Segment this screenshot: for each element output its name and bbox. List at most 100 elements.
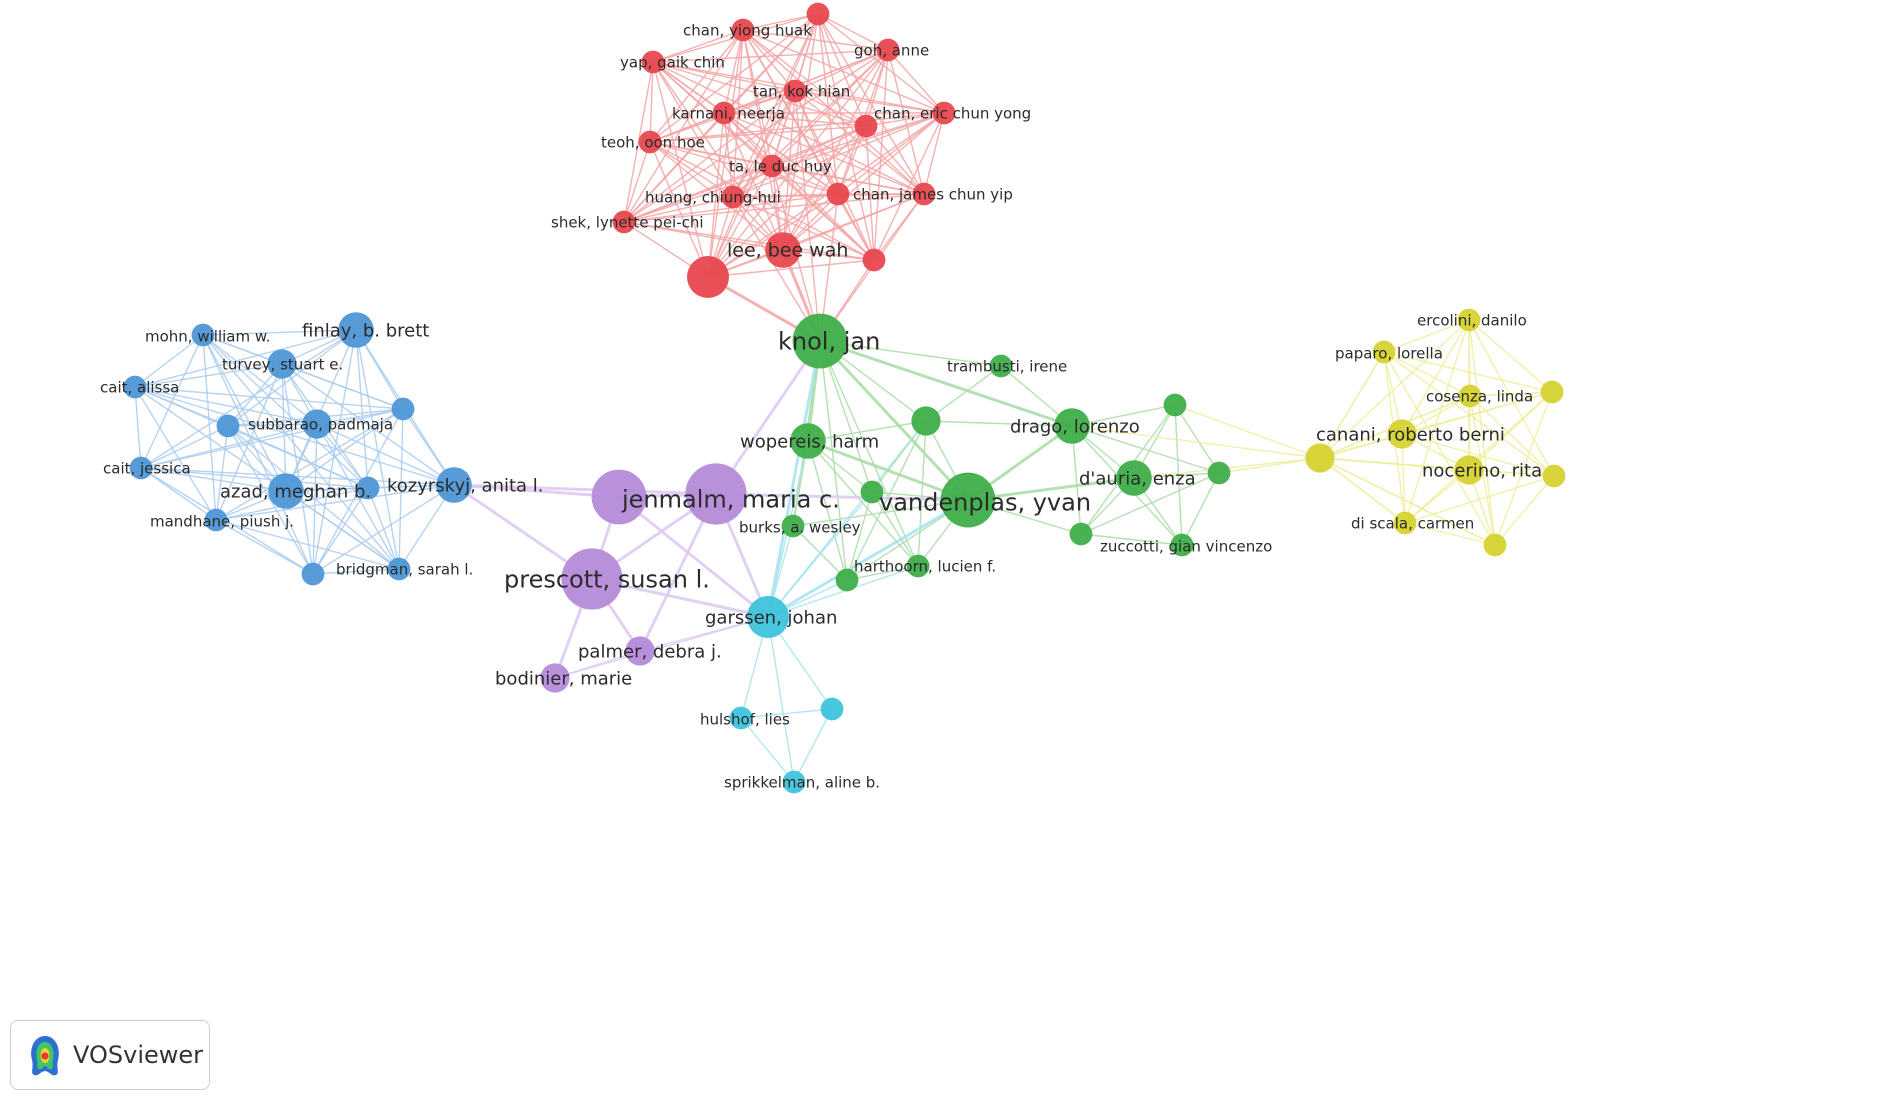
node-label-wopereis[interactable]: wopereis, harm bbox=[740, 431, 879, 452]
node-yel_hub[interactable] bbox=[1305, 443, 1335, 473]
node-tan[interactable] bbox=[783, 79, 807, 103]
node-yel_r2[interactable] bbox=[1542, 464, 1566, 488]
node-label-sprikkelman[interactable]: sprikkelman, aline b. bbox=[724, 773, 880, 791]
node-drago[interactable] bbox=[1054, 408, 1090, 444]
node-ta[interactable] bbox=[760, 154, 784, 178]
node-paparo[interactable] bbox=[1372, 340, 1396, 364]
node-label-burks[interactable]: burks, a. wesley bbox=[739, 518, 861, 536]
node-label-hulshof[interactable]: hulshof, lies bbox=[700, 710, 790, 728]
node-red_c[interactable] bbox=[826, 182, 850, 206]
node-label-huang[interactable]: huang, chiung-hui bbox=[645, 188, 781, 206]
node-label-jenmalm[interactable]: jenmalm, maria c. bbox=[621, 485, 840, 513]
node-label-chan_jcy[interactable]: chan, james chun yip bbox=[853, 185, 1013, 203]
node-blue_r[interactable] bbox=[391, 397, 415, 421]
node-azad[interactable] bbox=[268, 473, 304, 509]
node-prescott[interactable] bbox=[561, 548, 623, 610]
node-trambusti[interactable] bbox=[989, 354, 1013, 378]
node-label-vandenplas[interactable]: vandenplas, yvan bbox=[879, 488, 1091, 516]
node-discala[interactable] bbox=[1393, 511, 1417, 535]
node-yel_r1[interactable] bbox=[1540, 380, 1564, 404]
node-red_right[interactable] bbox=[862, 248, 886, 272]
node-label-cait_a[interactable]: cait, alissa bbox=[100, 378, 179, 396]
node-red_big[interactable] bbox=[687, 256, 729, 298]
node-garssen[interactable] bbox=[747, 596, 789, 638]
node-label-ercolini[interactable]: ercolini, danilo bbox=[1417, 311, 1527, 329]
node-label-palmer[interactable]: palmer, debra j. bbox=[578, 641, 722, 662]
node-hulshof[interactable] bbox=[729, 706, 753, 730]
node-finlay[interactable] bbox=[338, 312, 374, 348]
node-dauria[interactable] bbox=[1116, 460, 1152, 496]
node-green_e[interactable] bbox=[1069, 522, 1093, 546]
node-cait_a[interactable] bbox=[123, 375, 147, 399]
node-ercolini[interactable] bbox=[1457, 308, 1481, 332]
node-vandenplas[interactable] bbox=[940, 472, 996, 528]
node-green_c[interactable] bbox=[1207, 461, 1231, 485]
node-green_b[interactable] bbox=[1163, 393, 1187, 417]
node-label-turvey[interactable]: turvey, stuart e. bbox=[222, 355, 343, 373]
node-green_d[interactable] bbox=[860, 480, 884, 504]
node-label-azad[interactable]: azad, meghan b. bbox=[220, 481, 371, 502]
node-label-prescott[interactable]: prescott, susan l. bbox=[504, 565, 710, 593]
node-harthoorn[interactable] bbox=[906, 554, 930, 578]
vosviewer-logo-button[interactable]: VOSviewer bbox=[10, 1020, 210, 1090]
node-label-dauria[interactable]: d'auria, enza bbox=[1079, 468, 1196, 489]
node-label-chan_ecy[interactable]: chan, eric chun yong bbox=[874, 104, 1031, 122]
node-label-drago[interactable]: drago, lorenzo bbox=[1010, 416, 1140, 437]
node-label-bridgman[interactable]: bridgman, sarah l. bbox=[336, 560, 473, 578]
node-mandhane[interactable] bbox=[204, 508, 228, 532]
node-cyan_r[interactable] bbox=[820, 697, 844, 721]
node-red_top[interactable] bbox=[806, 2, 830, 26]
node-label-finlay[interactable]: finlay, b. brett bbox=[302, 320, 429, 341]
node-shek[interactable] bbox=[612, 210, 636, 234]
node-chan_yh[interactable] bbox=[731, 18, 755, 42]
node-sprikkelman[interactable] bbox=[782, 770, 806, 794]
node-blue_l[interactable] bbox=[216, 414, 240, 438]
node-label-cosenza[interactable]: cosenza, linda bbox=[1426, 387, 1533, 405]
node-subbarao[interactable] bbox=[302, 409, 332, 439]
node-cosenza[interactable] bbox=[1458, 384, 1482, 408]
node-label-tan[interactable]: tan, kok hian bbox=[753, 82, 850, 100]
node-label-subbarao[interactable]: subbarao, padmaja bbox=[248, 415, 393, 433]
node-label-mandhane[interactable]: mandhane, piush j. bbox=[150, 512, 294, 530]
node-label-paparo[interactable]: paparo, lorella bbox=[1335, 344, 1443, 362]
node-red_mid[interactable] bbox=[854, 114, 878, 138]
node-label-canani[interactable]: canani, roberto berni bbox=[1316, 424, 1505, 445]
node-huang[interactable] bbox=[721, 185, 745, 209]
node-label-karnani[interactable]: karnani, neerja bbox=[672, 104, 785, 122]
node-canani[interactable] bbox=[1387, 419, 1417, 449]
node-knol[interactable] bbox=[792, 313, 848, 369]
node-label-kozyrskyj[interactable]: kozyrskyj, anita l. bbox=[387, 475, 544, 496]
node-green_a[interactable] bbox=[911, 406, 941, 436]
node-label-bodinier[interactable]: bodinier, marie bbox=[495, 668, 632, 689]
node-label-harthoorn[interactable]: harthoorn, lucien f. bbox=[854, 557, 996, 575]
node-turvey[interactable] bbox=[267, 349, 297, 379]
node-yel_b[interactable] bbox=[1483, 533, 1507, 557]
node-teoh[interactable] bbox=[638, 130, 662, 154]
node-label-yap[interactable]: yap, gaik chin bbox=[620, 53, 725, 71]
node-label-goh[interactable]: goh, anne bbox=[854, 41, 929, 59]
node-label-lee[interactable]: lee, bee wah bbox=[727, 240, 848, 262]
node-jenmalm[interactable] bbox=[685, 463, 747, 525]
node-cait_j[interactable] bbox=[129, 456, 153, 480]
node-label-garssen[interactable]: garssen, johan bbox=[705, 607, 837, 628]
node-karnani[interactable] bbox=[712, 101, 736, 125]
node-zuccotti[interactable] bbox=[1170, 533, 1194, 557]
node-bridgman[interactable] bbox=[387, 557, 411, 581]
node-label-chan_yh[interactable]: chan, yiong huak bbox=[683, 21, 812, 39]
node-chan_jcy[interactable] bbox=[912, 182, 936, 206]
node-label-zuccotti[interactable]: zuccotti, gian vincenzo bbox=[1100, 537, 1272, 555]
node-label-discala[interactable]: di scala, carmen bbox=[1351, 514, 1474, 532]
node-palmer[interactable] bbox=[625, 636, 655, 666]
node-label-teoh[interactable]: teoh, oon hoe bbox=[601, 133, 705, 151]
node-green_f[interactable] bbox=[835, 568, 859, 592]
node-nocerino[interactable] bbox=[1454, 455, 1484, 485]
node-label-nocerino[interactable]: nocerino, rita bbox=[1422, 460, 1542, 481]
node-yap[interactable] bbox=[641, 50, 665, 74]
node-blue_b[interactable] bbox=[301, 562, 325, 586]
node-goh[interactable] bbox=[876, 38, 900, 62]
node-bodinier[interactable] bbox=[540, 663, 570, 693]
node-blue_m[interactable] bbox=[356, 476, 380, 500]
node-label-mohn[interactable]: mohn, william w. bbox=[145, 327, 271, 345]
node-label-knol[interactable]: knol, jan bbox=[778, 327, 880, 355]
